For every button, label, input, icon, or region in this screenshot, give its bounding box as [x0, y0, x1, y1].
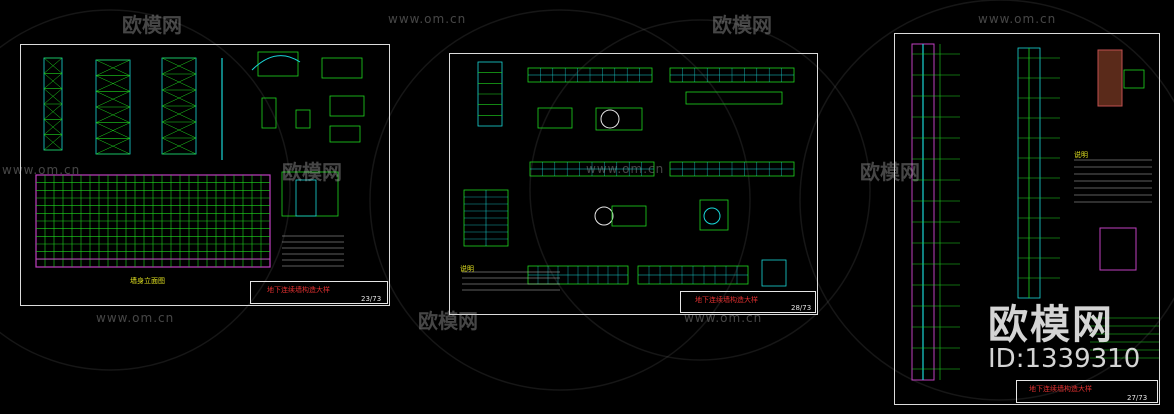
watermark-brand-1: 欧模网	[122, 13, 182, 37]
cad-line-19	[43, 134, 63, 151]
watermark-url-4: www.om.cn	[586, 162, 665, 176]
cad-line-57	[161, 121, 197, 139]
watermark-brand-4: 欧模网	[860, 160, 920, 184]
cad-line-187	[537, 107, 573, 129]
cad-line-188	[595, 107, 643, 131]
watermark-id: ID:1339310	[988, 344, 1141, 374]
cad-line-190	[594, 206, 614, 226]
bg-arc-1	[369, 9, 751, 391]
cad-line-107	[295, 179, 317, 217]
cad-line-15	[43, 103, 63, 120]
watermark-url-1: www.om.cn	[388, 12, 467, 26]
watermark-url-2: www.om.cn	[978, 12, 1057, 26]
cad-line-17	[43, 119, 63, 135]
title-block-2: 地下连续墙构造大样 28/73	[680, 291, 816, 313]
watermark-url-5: www.om.cn	[96, 311, 175, 325]
cad-line-59	[161, 137, 197, 155]
cad-line-49	[161, 57, 197, 75]
cad-line-66	[329, 125, 361, 143]
cad-line-33	[95, 91, 131, 108]
cad-line-11	[43, 73, 63, 89]
sheet3-frame-detail	[1099, 227, 1137, 271]
sheet-2-title: 地下连续墙构造大样	[695, 296, 758, 304]
sheet-3-page: 27/73	[1127, 394, 1148, 402]
watermark-brand-3: 欧模网	[282, 160, 342, 184]
bg-arc-0	[0, 9, 291, 371]
cad-line-39	[95, 138, 131, 155]
cad-line-51	[161, 73, 197, 91]
sheet-3-title: 地下连续墙构造大样	[1029, 385, 1092, 393]
title-block-1: 地下连续墙构造大样 23/73	[250, 281, 388, 304]
sheet-1-title: 地下连续墙构造大样	[267, 286, 330, 294]
drawing-sheet-3	[894, 33, 1160, 405]
sheet-2-page: 28/73	[791, 304, 812, 312]
cad-line-29	[95, 59, 131, 76]
watermark-brand-2: 欧模网	[712, 13, 772, 37]
cad-line-186	[685, 91, 783, 105]
sheet-1-section-title: 墙身立面图	[130, 277, 165, 285]
cad-line-62	[321, 57, 363, 79]
sheet-1-page: 23/73	[361, 295, 382, 303]
cad-line-35	[95, 106, 131, 123]
sheet-2-note-head: 说明	[460, 265, 474, 273]
cad-line-192	[611, 205, 647, 227]
watermark-brand-large: 欧模网	[988, 302, 1114, 348]
cad-line-55	[161, 105, 197, 123]
cad-line-63	[329, 95, 365, 117]
sheet-3-note-head: 说明	[1074, 151, 1088, 159]
cad-line-241	[1123, 69, 1145, 89]
cad-line-64	[261, 97, 277, 129]
bg-arc-2	[529, 19, 871, 361]
sheet3-brick-detail	[1097, 49, 1123, 107]
watermark-url-3: www.om.cn	[2, 163, 81, 177]
cad-line-189	[600, 109, 620, 129]
cad-line-31	[95, 75, 131, 92]
drawing-sheet-1	[20, 44, 390, 306]
cad-line-67	[251, 55, 301, 71]
bg-arc-3	[799, 0, 1174, 401]
cad-line-194	[761, 259, 787, 287]
cad-line-53	[161, 89, 197, 107]
cad-line-13	[43, 88, 63, 105]
cad-line-9	[43, 57, 63, 74]
cad-line-65	[295, 109, 311, 129]
cad-line-193	[699, 199, 729, 231]
watermark-brand-5: 欧模网	[418, 309, 478, 333]
cad-line-191	[703, 207, 721, 225]
watermark-url-6: www.om.cn	[684, 311, 763, 325]
cad-line-37	[95, 122, 131, 139]
title-block-3: 地下连续墙构造大样 27/73	[1016, 380, 1158, 403]
drawing-sheet-2	[449, 53, 818, 315]
